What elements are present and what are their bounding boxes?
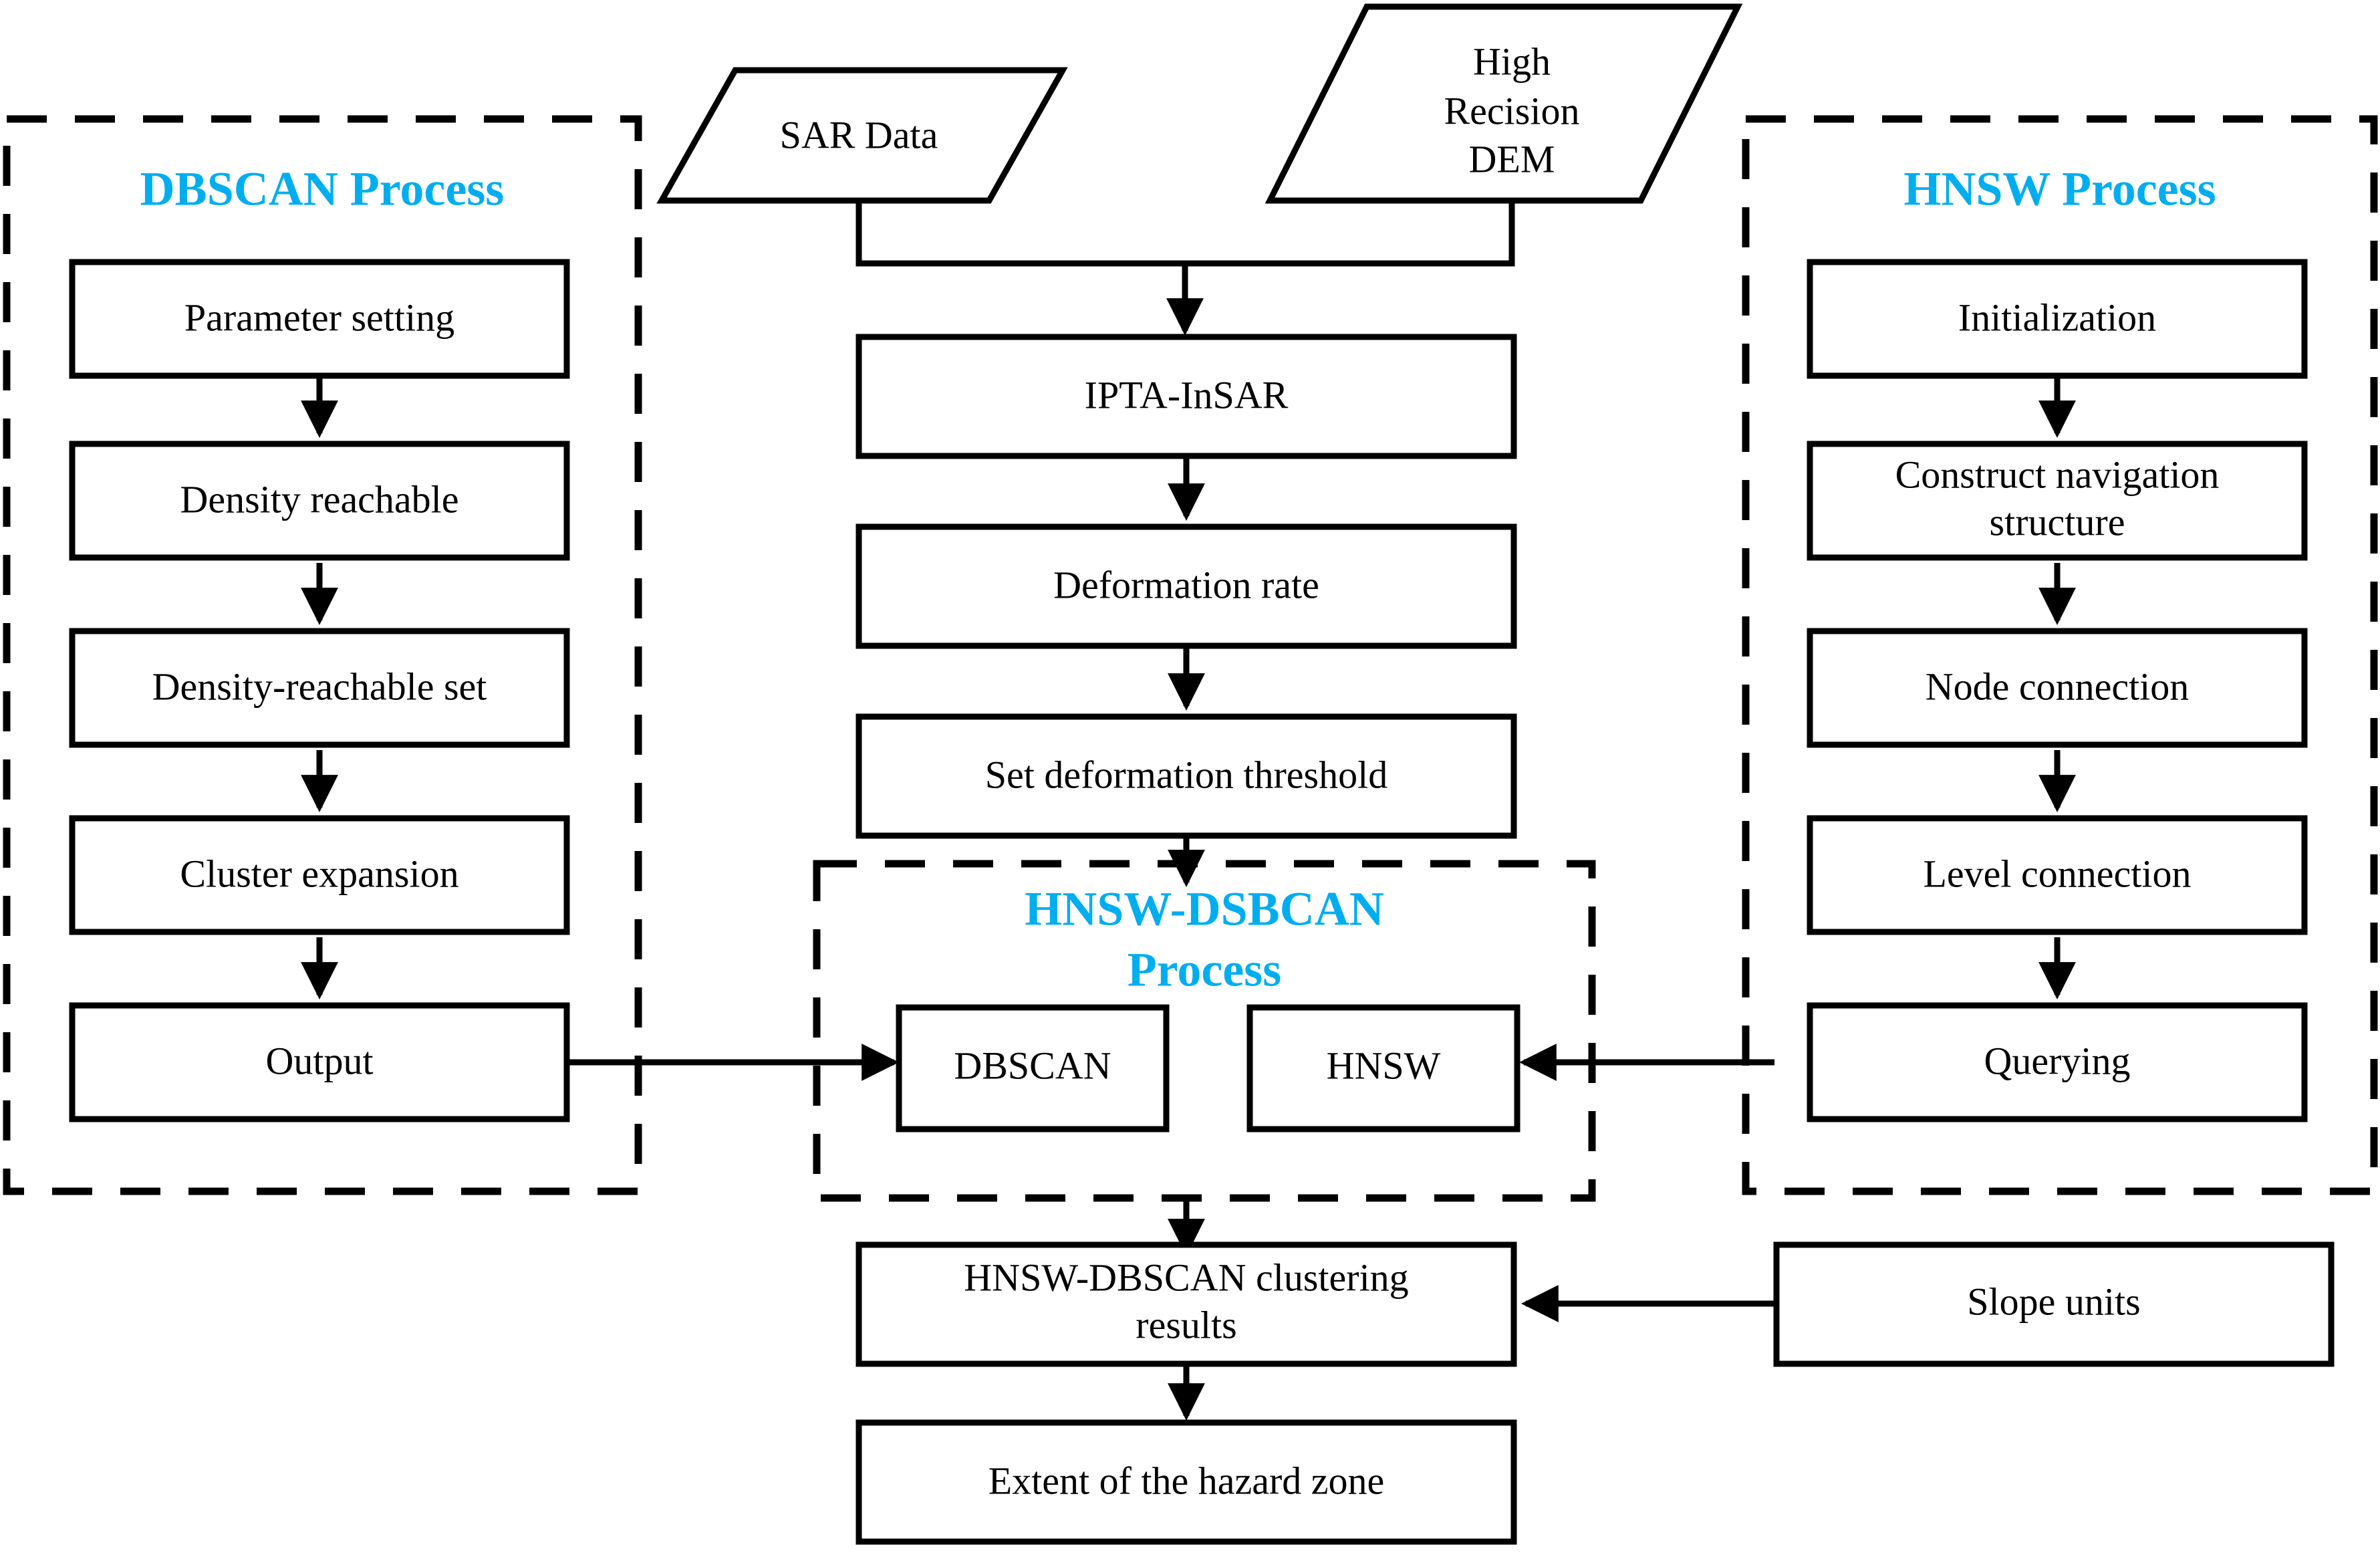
input-dem-label-line3: DEM (1469, 137, 1555, 181)
node-density-reachable-set[interactable]: Density-reachable set (69, 628, 570, 748)
node-density-reachable[interactable]: Density reachable (69, 441, 570, 561)
hnsw-dbscan-process-title-line2: Process (1128, 943, 1282, 997)
node-hnsw[interactable]: HNSW (1246, 1004, 1520, 1132)
node-ipta-insar[interactable]: IPTA-InSAR (855, 334, 1517, 459)
node-hnsw-dbscan-clustering-results[interactable]: HNSW-DBSCAN clustering results (855, 1241, 1517, 1367)
node-querying[interactable]: Querying (1807, 1002, 2308, 1122)
input-dem-label-line1: High (1473, 39, 1551, 83)
node-level-connection[interactable]: Level connection (1807, 815, 2308, 935)
input-high-recision-dem[interactable]: High Recision DEM (1265, 3, 1743, 204)
node-parameter-setting[interactable]: Parameter setting (69, 259, 570, 379)
node-deformation-rate[interactable]: Deformation rate (855, 523, 1517, 649)
node-clustering-results-label-line1: HNSW-DBSCAN clustering (964, 1255, 1408, 1299)
connector-inputs-merge-bracket (855, 201, 1515, 267)
node-output[interactable]: Output (69, 1002, 570, 1122)
dbscan-process-title: DBSCAN Process (140, 162, 505, 216)
node-ipta-insar-label: IPTA-InSAR (1085, 373, 1289, 416)
node-cluster-expansion[interactable]: Cluster expansion (69, 815, 570, 935)
node-output-label: Output (265, 1039, 373, 1082)
node-construct-navigation-label-line2: structure (1990, 500, 2125, 544)
node-initialization-label: Initialization (1958, 295, 2156, 339)
input-dem-label-line2: Recision (1444, 89, 1580, 132)
node-construct-navigation-label-line1: Construct navigation (1895, 453, 2220, 496)
node-dbscan-label: DBSCAN (954, 1044, 1111, 1087)
hnsw-process-group (1742, 115, 2378, 1195)
node-construct-navigation-structure[interactable]: Construct navigation structure (1807, 441, 2308, 561)
node-density-reachable-label: Density reachable (180, 477, 458, 521)
node-extent-of-hazard-zone[interactable]: Extent of the hazard zone (855, 1419, 1517, 1545)
node-node-connection-label: Node connection (1926, 665, 2190, 708)
node-initialization[interactable]: Initialization (1807, 259, 2308, 379)
hnsw-dbscan-process-title-line1: HNSW-DSBCAN (1025, 882, 1383, 936)
node-extent-of-hazard-zone-label: Extent of the hazard zone (988, 1459, 1385, 1502)
node-querying-label: Querying (1984, 1039, 2130, 1082)
hnsw-process-title: HNSW Process (1903, 162, 2216, 216)
input-sar-data-label: SAR Data (780, 113, 938, 156)
node-parameter-setting-label: Parameter setting (184, 295, 454, 339)
node-slope-units-label: Slope units (1967, 1280, 2140, 1323)
node-cluster-expansion-label: Cluster expansion (180, 852, 458, 895)
node-density-reachable-set-label: Density-reachable set (152, 665, 487, 708)
input-sar-data[interactable]: SAR Data (656, 67, 1068, 204)
hnsw-dbscan-process-group (813, 860, 1596, 1202)
node-dbscan[interactable]: DBSCAN (896, 1004, 1170, 1132)
node-slope-units[interactable]: Slope units (1773, 1241, 2335, 1367)
node-deformation-rate-label: Deformation rate (1053, 563, 1319, 606)
node-set-deformation-threshold-label: Set deformation threshold (985, 753, 1387, 796)
dbscan-process-group (3, 115, 642, 1195)
node-level-connection-label: Level connection (1924, 852, 2192, 895)
node-clustering-results-label-line2: results (1136, 1303, 1236, 1346)
node-hnsw-label: HNSW (1327, 1044, 1441, 1087)
node-set-deformation-threshold[interactable]: Set deformation threshold (855, 713, 1517, 839)
node-node-connection[interactable]: Node connection (1807, 628, 2308, 748)
